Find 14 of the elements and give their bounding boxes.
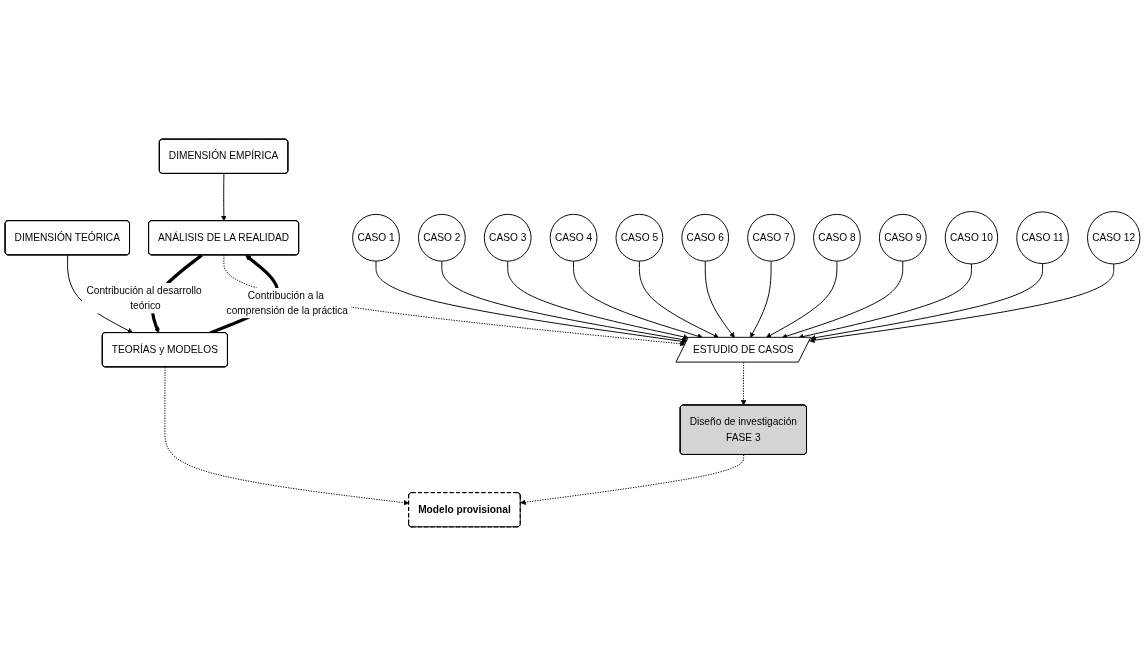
edge-label: Contribución a la comprensión de la práctica — [226, 289, 349, 316]
node-circle: CASO 6 — [681, 213, 730, 262]
node-circle: CASO 12 — [1087, 211, 1141, 265]
node-circle: CASO 9 — [878, 213, 927, 262]
edge-label: Contribución al desarrollo teórico — [86, 284, 202, 311]
node-circle: CASO 4 — [549, 213, 598, 262]
node-circle: CASO 1 — [352, 213, 400, 262]
node-circle: CASO 10 — [944, 211, 999, 265]
node-circle: CASO 5 — [615, 213, 664, 262]
node-circle: CASO 3 — [483, 213, 532, 262]
node-circle: CASO 11 — [1016, 211, 1069, 265]
node-circle: CASO 7 — [747, 213, 795, 262]
node-circle: CASO 2 — [418, 213, 466, 262]
node-circle: CASO 8 — [813, 213, 861, 262]
